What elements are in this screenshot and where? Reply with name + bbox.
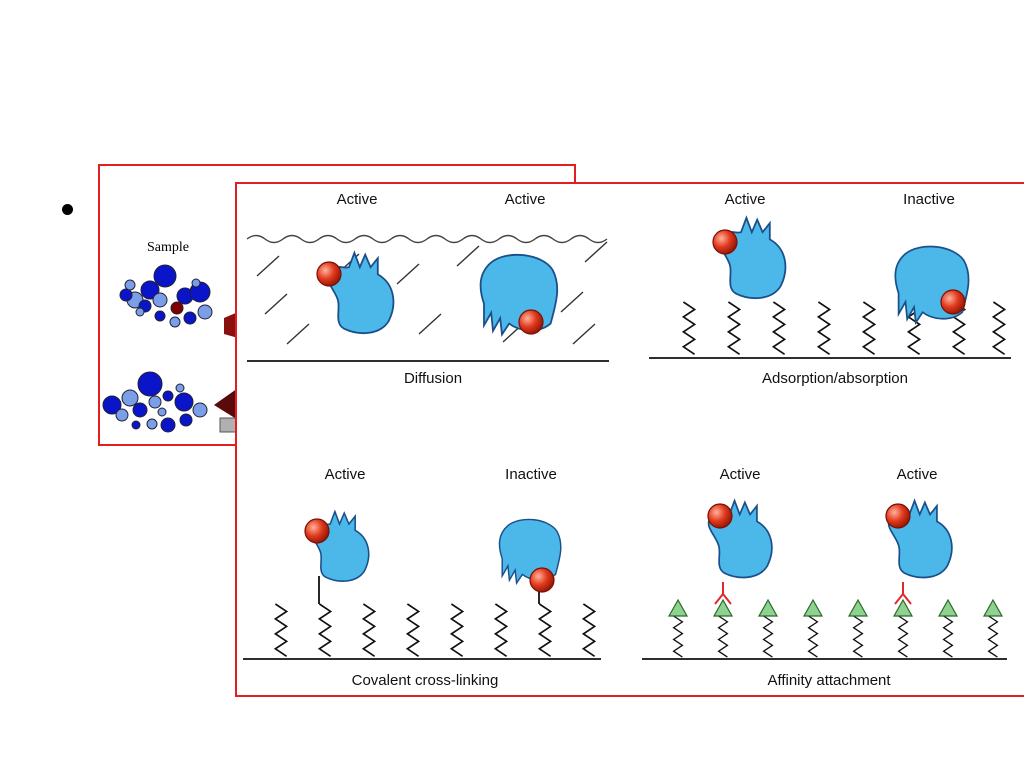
sample-label: Sample (147, 240, 189, 255)
spring (772, 301, 786, 356)
immobilization-diagram: Active Active Diffusion Active Inactive … (235, 182, 1024, 697)
substrate-ball (529, 567, 555, 593)
spring (450, 603, 464, 658)
spring (494, 603, 508, 658)
spring (817, 301, 831, 356)
gel-matrix-lines (256, 241, 608, 345)
spring (862, 301, 876, 356)
covalent-caption: Covalent cross-linking (351, 672, 499, 689)
spring (727, 301, 741, 356)
affinity-right-state: Active (896, 466, 938, 483)
spring (582, 603, 596, 658)
panel-diffusion (246, 234, 609, 362)
diffusion-caption: Diffusion (403, 370, 463, 387)
gel-boundary-line (246, 234, 608, 244)
panel-covalent (243, 510, 601, 660)
diffusion-left-state: Active (336, 191, 378, 208)
spring (992, 301, 1006, 356)
substrate-ball (707, 503, 733, 529)
covalent-right-state: Inactive (505, 466, 557, 483)
sample-cluster-top (119, 264, 213, 328)
spring (406, 603, 420, 658)
spring (318, 603, 332, 658)
spring (274, 603, 288, 658)
substrate-ball (518, 309, 544, 335)
affinity-caption: Affinity attachment (767, 672, 891, 689)
adsorption-caption: Adsorption/absorption (762, 370, 908, 387)
panel-adsorption (649, 216, 1011, 359)
substrate-ball (885, 503, 911, 529)
ligand-springs (672, 615, 999, 658)
spring (682, 301, 696, 356)
adsorption-right-state: Inactive (903, 191, 955, 208)
substrate-ball (712, 229, 738, 255)
substrate-ball (940, 289, 966, 315)
diffusion-right-state: Active (504, 191, 546, 208)
panel-affinity (642, 499, 1007, 660)
affinity-left-state: Active (719, 466, 761, 483)
arrow-shape-top (224, 312, 238, 338)
diagram-graphics (243, 216, 1011, 660)
sample-cluster-bottom (102, 371, 208, 433)
substrate-ball (304, 518, 330, 544)
bullet-point (62, 204, 73, 215)
substrate-ball (316, 261, 342, 287)
antibody-linkers (714, 582, 912, 605)
arrow-shape-bottom (214, 388, 238, 420)
spring (362, 603, 376, 658)
enzyme-active (718, 216, 787, 300)
adsorption-left-state: Active (724, 191, 766, 208)
spring (538, 603, 552, 658)
covalent-left-state: Active (324, 466, 366, 483)
ligand-triangles (667, 598, 1004, 617)
